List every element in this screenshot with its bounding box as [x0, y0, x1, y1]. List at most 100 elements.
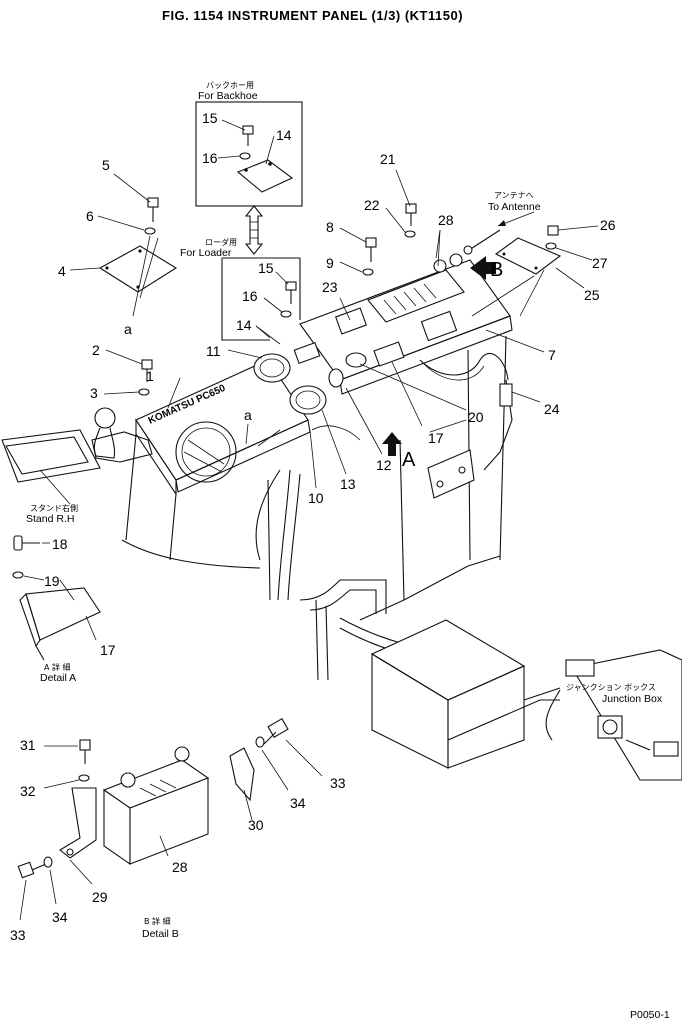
callout-14-loader: 14	[236, 317, 252, 333]
knob	[328, 368, 344, 388]
callout-10: 10	[308, 490, 324, 506]
callout-32: 32	[20, 783, 36, 799]
detail-a: A 詳 細 Detail A	[12, 535, 101, 684]
callout-5: 5	[102, 157, 110, 173]
arrow-a: A	[382, 432, 416, 471]
loader-inset: ローダ用 For Loader	[180, 237, 301, 341]
figure-title: FIG. 1154 INSTRUMENT PANEL (1/3) (KT1150…	[162, 8, 463, 23]
junction-label-jp: ジャンクション ボックス	[566, 683, 656, 692]
switch-block	[293, 341, 321, 365]
loader-label-jp: ローダ用	[205, 237, 237, 247]
callout-27: 27	[592, 255, 608, 271]
antenna-label-en: To Antenne	[488, 201, 541, 213]
loader-bolt	[285, 281, 297, 304]
callout-33-right: 33	[330, 775, 346, 791]
callout-9: 9	[326, 255, 334, 271]
detail-a-label-en: Detail A	[40, 672, 76, 684]
callout-18: 18	[52, 536, 68, 552]
bolts-upper	[339, 169, 441, 276]
callout-1: 1	[146, 368, 154, 384]
callout-11: 11	[206, 343, 221, 359]
gauge-11	[253, 353, 291, 383]
footer-code: P0050-1	[630, 1009, 670, 1020]
callout-28-main: 28	[438, 212, 454, 228]
display-window	[420, 310, 458, 342]
antenna-label-jp: アンテナへ	[494, 191, 534, 200]
arrow-b: B	[470, 256, 503, 281]
gauge-13	[289, 385, 327, 415]
detail-b-label-en: Detail B	[142, 928, 179, 940]
backhoe-washer	[239, 152, 251, 160]
backhoe-cover-plate	[236, 159, 294, 193]
callout-31: 31	[20, 737, 36, 753]
detail-a-label-jp: A 詳 細	[44, 662, 71, 672]
backhoe-frame	[195, 101, 303, 207]
bolt-26	[547, 225, 559, 236]
callout-16-loader: 16	[242, 288, 258, 304]
bolts-left	[103, 349, 181, 409]
callout-33-left: 33	[10, 927, 26, 943]
junction-connector	[565, 659, 595, 677]
ref-a-2: a	[244, 407, 252, 423]
callout-20: 20	[468, 409, 484, 425]
indicator-23	[335, 307, 367, 335]
callout-28-detail: 28	[172, 859, 188, 875]
callout-numbers: 1 2 3 4 5 6 7 8 9 10 11 12 13 14 14 15 1…	[10, 110, 616, 943]
junction-label-en: Junction Box	[602, 693, 663, 705]
junction-cover	[370, 619, 526, 701]
arrow-b-label: B	[490, 259, 503, 281]
callout-26: 26	[600, 217, 616, 233]
callout-14-backhoe: 14	[276, 127, 292, 143]
callout-34-left: 34	[52, 909, 68, 925]
ref-a-1: a	[124, 321, 132, 337]
connector-24	[499, 383, 513, 407]
stand-label-jp: スタンド右側	[30, 503, 78, 513]
loader-frame	[221, 258, 270, 341]
right-cover-plate	[471, 225, 599, 317]
washer-6	[144, 227, 156, 235]
callout-4: 4	[58, 263, 66, 279]
access-opening	[175, 421, 237, 483]
callout-15-backhoe: 15	[202, 110, 218, 126]
left-cover-plate	[69, 173, 178, 317]
leaders-main	[227, 229, 545, 489]
bolt-5	[147, 197, 159, 208]
callout-21: 21	[380, 151, 396, 167]
callout-16-backhoe: 16	[202, 150, 218, 166]
detail-b-label-jp: B 詳 細	[144, 916, 171, 926]
backhoe-bolt	[242, 125, 254, 146]
callout-17-detail: 17	[100, 642, 116, 658]
callout-2: 2	[92, 342, 100, 358]
callout-19: 19	[44, 573, 60, 589]
callout-15-loader: 15	[258, 260, 274, 276]
callout-3: 3	[90, 385, 98, 401]
detail-b: B 詳 細 Detail B	[17, 718, 323, 940]
callout-6: 6	[86, 208, 94, 224]
double-arrow	[244, 205, 264, 255]
callout-29: 29	[92, 889, 108, 905]
lever-knob	[94, 407, 116, 429]
callout-13: 13	[340, 476, 356, 492]
callout-12: 12	[376, 457, 392, 473]
callout-7: 7	[548, 347, 556, 363]
loader-washer	[280, 310, 292, 318]
backhoe-label-en: For Backhoe	[198, 90, 258, 102]
stand-label-en: Stand R.H	[26, 513, 74, 525]
callout-8: 8	[326, 219, 334, 235]
callout-23: 23	[322, 279, 338, 295]
backhoe-inset: バックホー用 For Backhoe	[195, 81, 303, 207]
callout-17-main: 17	[428, 430, 444, 446]
backhoe-label-jp: バックホー用	[206, 81, 254, 90]
callout-34-right: 34	[290, 795, 306, 811]
callout-22: 22	[364, 197, 380, 213]
junction-box-area: ジャンクション ボックス Junction Box	[370, 619, 682, 781]
callout-30: 30	[248, 817, 264, 833]
loader-label-en: For Loader	[180, 247, 232, 259]
callout-24: 24	[544, 401, 560, 417]
arrow-a-label: A	[402, 449, 416, 471]
switch-panel-20	[373, 341, 405, 367]
callout-25: 25	[584, 287, 600, 303]
washer-27	[545, 242, 557, 250]
bracket-17-mount	[427, 449, 475, 499]
